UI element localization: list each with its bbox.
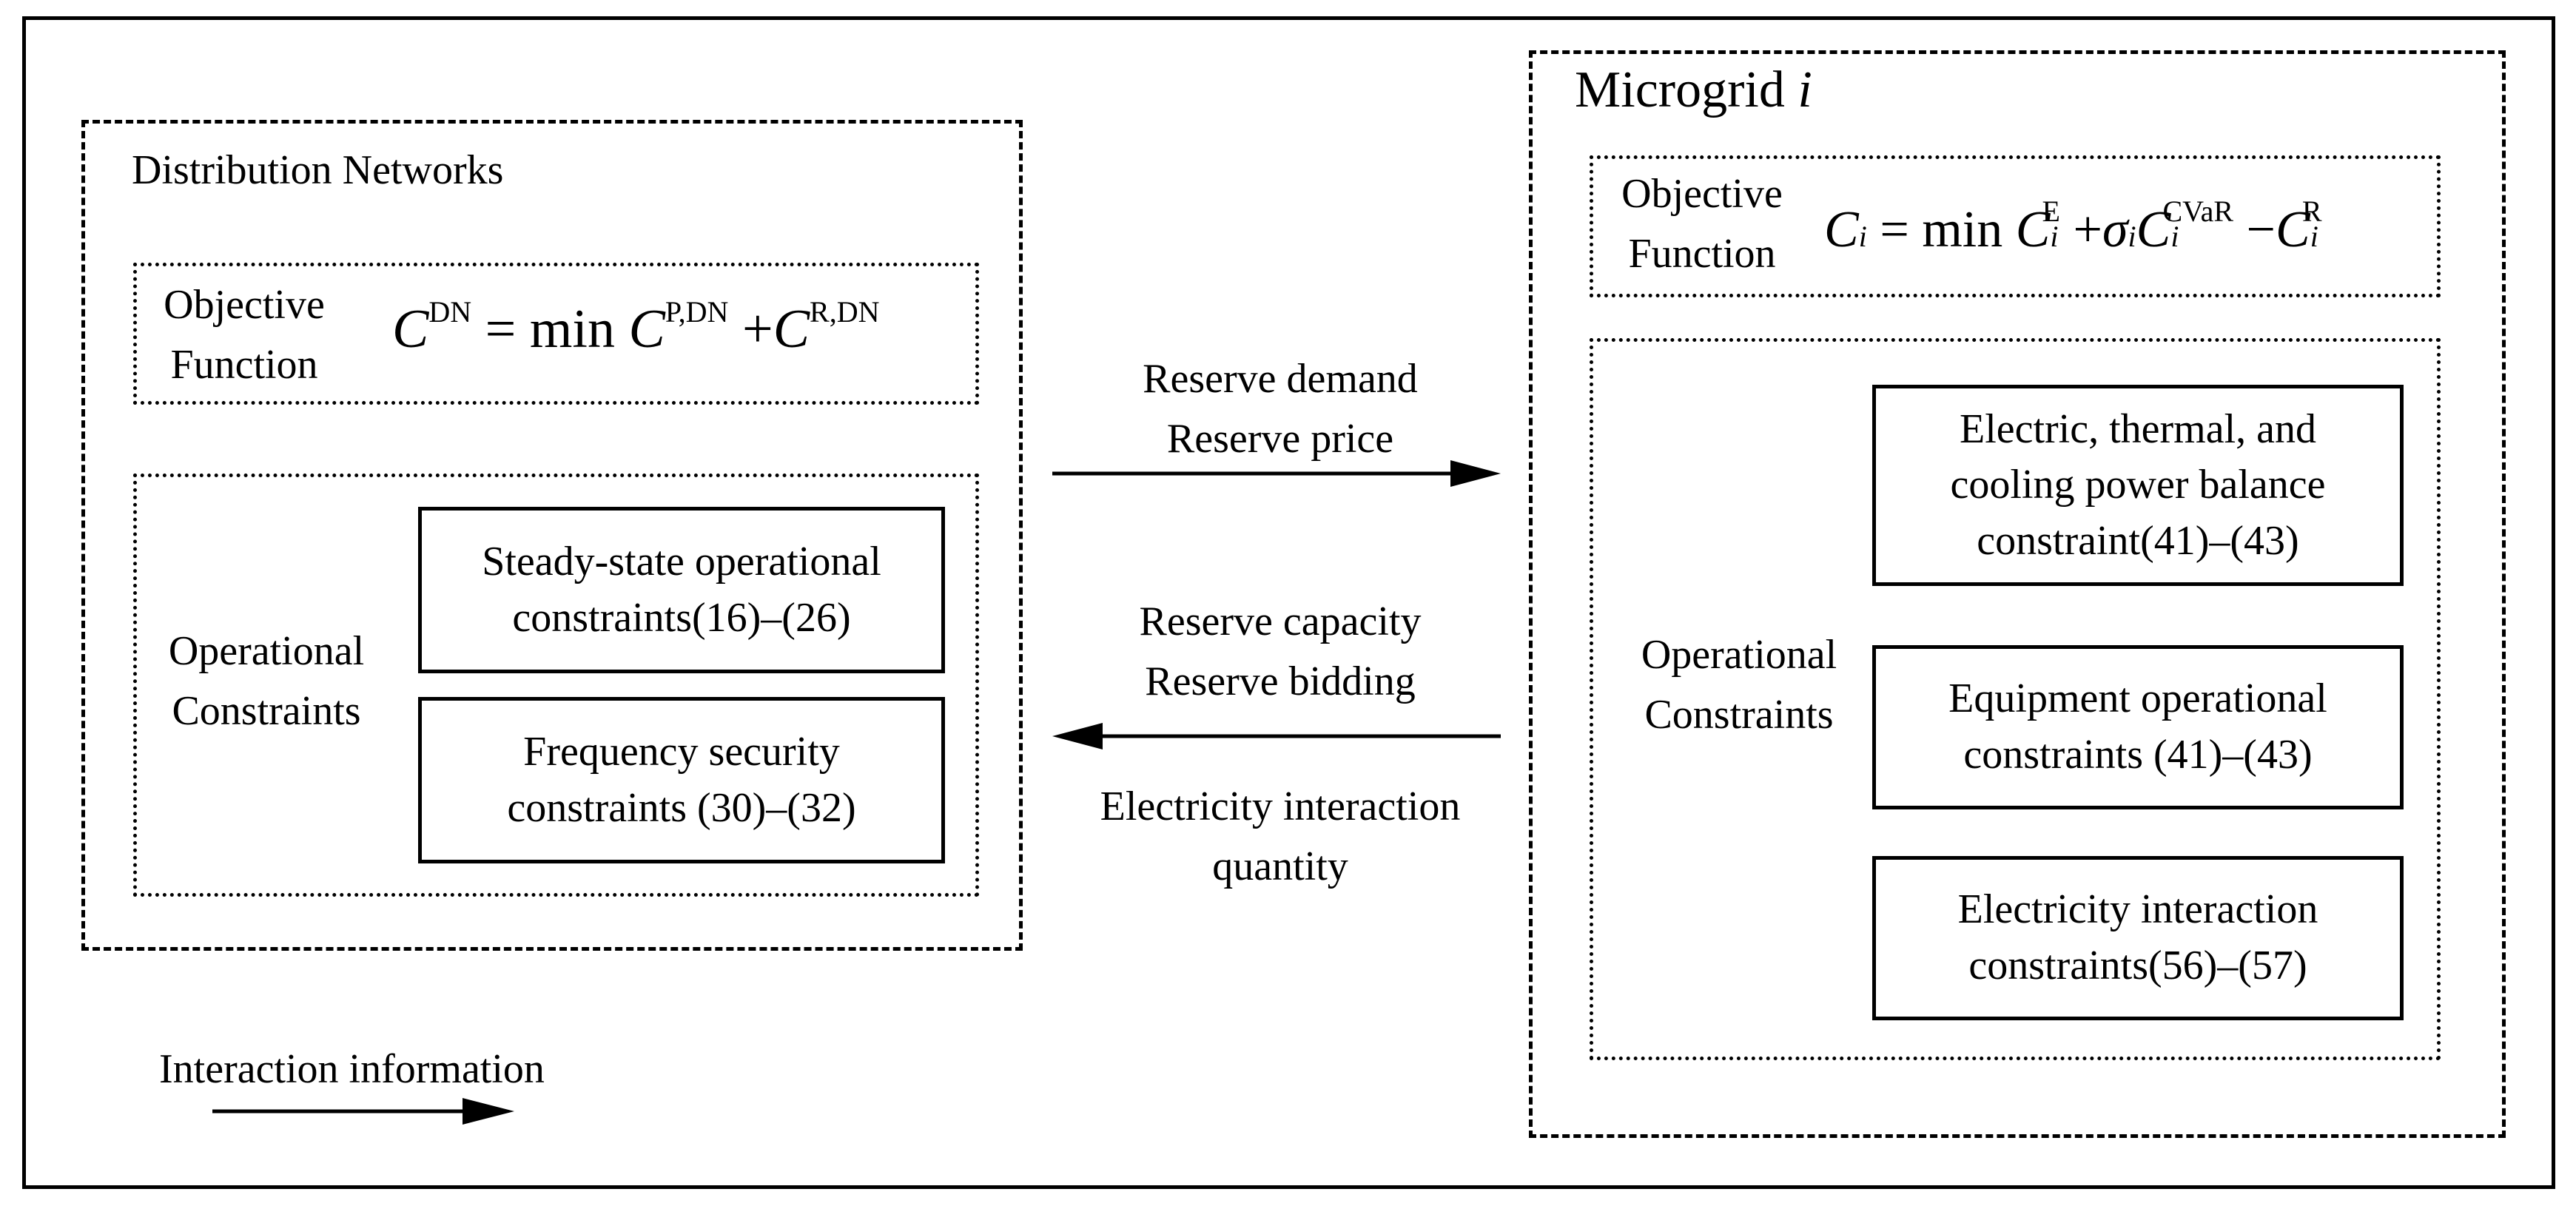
dn-objective-label: Objective Function [164, 282, 325, 388]
mg-constraints-box [1590, 338, 2441, 1060]
arrow-to-microgrid [1052, 460, 1501, 487]
distribution-networks-box [81, 120, 1023, 951]
dn-objective-formula: CDN = min CP,DN +CR,DN [392, 295, 880, 360]
mg-constraint-equipment: Equipment operational constraints (41)–(… [1872, 645, 2404, 809]
legend-label: Interaction information [159, 1046, 545, 1092]
arrow-label-reserve-demand: Reserve demand Reserve price [1143, 356, 1418, 462]
mg-objective-label: Objective Function [1621, 171, 1783, 277]
dn-constraints-box [133, 474, 979, 897]
arrow-to-distribution [1052, 723, 1501, 749]
mg-operational-label: Operational Constraints [1641, 632, 1837, 738]
mg-constraint-electricity-interaction: Electricity interaction constraints(56)–… [1872, 856, 2404, 1020]
distribution-networks-title: Distribution Networks [132, 147, 504, 193]
dn-constraint-steady-state: Steady-state operational constraints(16)… [418, 507, 945, 673]
outer-frame [22, 16, 2555, 1189]
arrow-label-reserve-capacity: Reserve capacity Reserve bidding [1139, 599, 1422, 705]
microgrid-title: Microgrid i [1575, 61, 1812, 118]
dn-objective-box [133, 263, 979, 405]
mg-constraint-power-balance: Electric, thermal, and cooling power bal… [1872, 385, 2404, 586]
mg-objective-box [1590, 155, 2441, 297]
dn-constraint-frequency: Frequency security constraints (30)–(32) [418, 697, 945, 863]
legend-arrow [212, 1098, 514, 1125]
arrow-label-electricity-quantity: Electricity interaction quantity [1100, 784, 1461, 890]
microgrid-box [1529, 50, 2506, 1138]
dn-operational-label: Operational Constraints [168, 628, 365, 735]
mg-objective-formula: Ci = min CiE +σiCiCVaR −CiR [1824, 195, 2322, 258]
